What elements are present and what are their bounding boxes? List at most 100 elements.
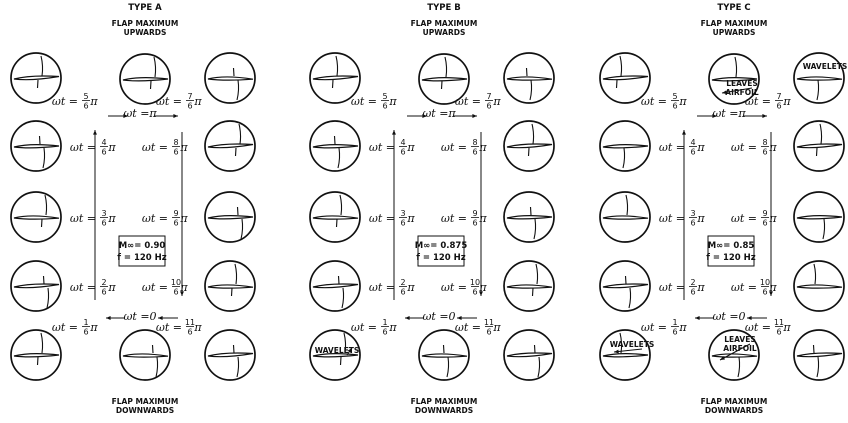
- shock-wave: [815, 147, 818, 157]
- phase-left-0-denominator: 6: [83, 102, 88, 111]
- phase-left-3-denominator: 6: [690, 288, 695, 297]
- frame-right-2: [503, 191, 555, 243]
- arrow-top-2-head: [762, 114, 767, 118]
- phase-left-2-numerator: 3: [690, 209, 695, 218]
- frame-left-2: [10, 191, 62, 243]
- shock-wave: [440, 80, 443, 90]
- phase-right-0-numerator: 7: [776, 92, 781, 101]
- arrow-right-down-head: [769, 291, 773, 296]
- frame-right-1: [204, 120, 256, 172]
- phase-right-1-pi: π: [179, 141, 188, 154]
- phase-left-0-denominator: 6: [672, 102, 677, 111]
- phase-left-2-numerator: 3: [101, 209, 106, 218]
- annotation-leaves-airfoil-top-pointer: [721, 87, 753, 94]
- phase-pi: ωt =π: [123, 107, 157, 120]
- frame-left-1: [10, 120, 62, 172]
- phase-left-1-pi: π: [696, 141, 705, 154]
- shock-wave: [40, 332, 44, 354]
- phase-omega-t: ωt =: [369, 212, 395, 225]
- phase-left-4-numerator: 1: [83, 318, 88, 327]
- phase-right-3-numerator: 10: [760, 278, 770, 287]
- phase-omega-t: ωt =: [745, 321, 771, 334]
- mach-number: M∞= 0.875: [415, 241, 468, 251]
- shock-wave: [331, 79, 334, 89]
- phase-left-3-numerator: 2: [101, 278, 106, 287]
- bottom-label-line2: DOWNWARDS: [705, 406, 763, 415]
- phase-right-1-numerator: 8: [173, 138, 178, 147]
- phase-right-2-pi: π: [768, 212, 777, 225]
- airfoil-shape: [602, 283, 649, 289]
- shock-wave: [444, 56, 448, 78]
- phase-omega-t: ωt =: [441, 281, 467, 294]
- shock-wave: [537, 356, 541, 378]
- phase-omega-t: ωt =: [641, 95, 667, 108]
- annotation-leaves-airfoil-top-line1: LEAVES: [726, 79, 758, 88]
- phase-left-2-pi: π: [107, 212, 116, 225]
- condition-box: [707, 235, 755, 267]
- phase-left-2-pi: π: [696, 212, 705, 225]
- phase-left-2-denominator: 6: [101, 219, 106, 228]
- phase-right-1-pi: π: [478, 141, 487, 154]
- airfoil-shape: [711, 77, 758, 82]
- airfoil-shape: [421, 353, 468, 358]
- phase-right-3-denominator: 6: [173, 288, 178, 297]
- airfoil-shape: [506, 352, 553, 358]
- top-label-line1: FLAP MAXIMUM: [112, 19, 179, 28]
- arrow-top-head: [422, 114, 427, 118]
- phase-left-4-denominator: 6: [382, 328, 387, 337]
- phase-zero: ωt =0: [123, 310, 156, 323]
- frame-top-max-up: [418, 53, 470, 105]
- shock-wave: [40, 218, 43, 228]
- arrow-bottom-head: [457, 316, 462, 320]
- airfoil-shape: [602, 144, 649, 149]
- phase-omega-t: ωt =: [70, 281, 96, 294]
- shock-wave: [155, 356, 159, 378]
- phase-right-4-pi: π: [782, 321, 791, 334]
- airfoil-shape: [602, 215, 649, 220]
- phase-left-4-pi: π: [678, 321, 687, 334]
- phase-right-0-denominator: 6: [486, 102, 491, 111]
- annotation-wavelets-bottom-pointer-head: [614, 349, 619, 354]
- shock-wave: [230, 287, 233, 297]
- shock-wave: [527, 147, 530, 157]
- type-label: TYPE C: [717, 3, 750, 13]
- phase-right-3-numerator: 10: [171, 278, 181, 287]
- mach-number: M∞= 0.85: [708, 241, 755, 251]
- airfoil-shape: [13, 75, 60, 81]
- shock-wave: [822, 218, 826, 240]
- shock-wave: [335, 218, 338, 228]
- phase-left-1-denominator: 6: [101, 148, 106, 157]
- phase-omega-t: ωt =: [745, 95, 771, 108]
- phase-right-2-numerator: 9: [173, 209, 178, 218]
- frame-right-4: [793, 329, 845, 381]
- phase-omega-t: ωt =: [441, 212, 467, 225]
- shock-wave: [44, 194, 48, 216]
- phase-right-2-denominator: 6: [762, 219, 767, 228]
- arrow-bottom-2-head: [405, 316, 410, 320]
- phase-left-1-pi: π: [406, 141, 415, 154]
- top-label-line2: UPWARDS: [423, 28, 466, 37]
- phase-omega-t: ωt =: [369, 281, 395, 294]
- arrow-bottom-2-head: [106, 316, 111, 320]
- shock-wave: [531, 287, 534, 297]
- frame-right-1: [793, 120, 845, 172]
- frame-bottom-max-down: [418, 329, 470, 381]
- shock-wave: [236, 206, 239, 216]
- shock-wave: [232, 67, 235, 77]
- airfoil-shape: [312, 353, 359, 358]
- phase-right-3-pi: π: [179, 281, 188, 294]
- phase-omega-t: ωt =: [659, 141, 685, 154]
- phase-right-4-numerator: 11: [185, 318, 195, 327]
- frame-right-0: [793, 52, 845, 104]
- airfoil-shape: [13, 283, 60, 289]
- arrow-left-up-head: [392, 130, 396, 135]
- phase-omega-t: ωt =: [659, 281, 685, 294]
- phase-left-4-denominator: 6: [672, 328, 677, 337]
- phase-right-0-pi: π: [193, 95, 202, 108]
- phase-zero: ωt =0: [422, 310, 455, 323]
- top-label-line2: UPWARDS: [124, 28, 167, 37]
- airfoil-shape: [312, 215, 359, 220]
- shock-wave: [337, 147, 341, 169]
- phase-right-4-pi: π: [492, 321, 501, 334]
